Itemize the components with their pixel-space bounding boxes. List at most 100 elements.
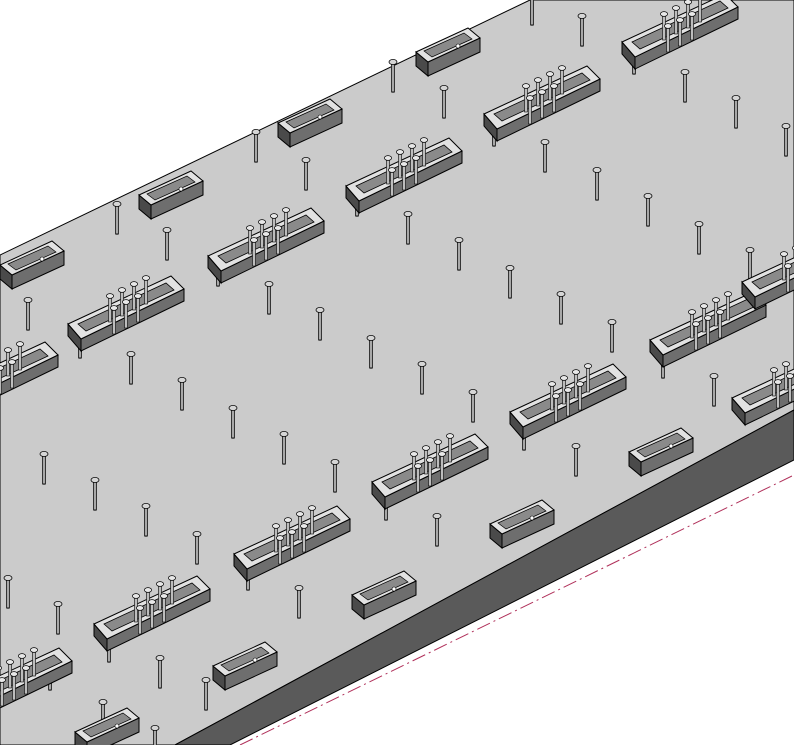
pin-tip (442, 117, 446, 119)
pin-shaft (282, 433, 286, 465)
pin-tip (734, 127, 738, 129)
pin-tip (471, 421, 475, 423)
pin-shaft (559, 293, 563, 325)
pin-head (403, 210, 413, 217)
pin-shaft (595, 169, 599, 201)
connector-pin-head (142, 275, 150, 281)
pin-shaft (42, 453, 46, 485)
standoff-pin (112, 200, 122, 235)
standoff-pin (680, 69, 690, 103)
connector-housing (741, 245, 794, 311)
pin-shaft (333, 461, 337, 493)
connector-pin-head (110, 305, 118, 311)
bracket-opening (220, 646, 270, 672)
standoff-pin (643, 192, 653, 227)
pin-shaft (6, 577, 10, 609)
pin-head (454, 236, 464, 243)
edge-bracket (628, 427, 694, 478)
connector-housing (67, 275, 185, 353)
connector-pin (284, 209, 288, 237)
pin-tip (158, 687, 162, 689)
pin-head (279, 430, 289, 437)
bracket-opening (7, 245, 57, 271)
pin-head (643, 192, 653, 199)
pin-head (177, 376, 187, 383)
pin-shaft (56, 603, 60, 635)
pin-shaft (471, 391, 475, 423)
bracket-hole (455, 43, 461, 49)
bracket-opening (285, 103, 335, 129)
connector-housing (731, 361, 794, 427)
standoff-pin (709, 372, 719, 407)
pin-tip (580, 45, 584, 47)
standoff-pin (294, 585, 304, 619)
connector-pin-head (660, 11, 668, 17)
pin-shaft (158, 657, 162, 689)
pin-shaft (530, 0, 534, 26)
edge-bracket (415, 27, 481, 78)
pin-tip (391, 91, 395, 93)
connector-pin-head (144, 587, 152, 593)
bracket-opening (636, 432, 686, 458)
edge-bracket (0, 240, 65, 291)
pin-tip (231, 437, 235, 439)
connector-pin (32, 649, 36, 677)
connector-pin (144, 277, 148, 305)
connector-pin-head (258, 219, 266, 225)
connector-pin-head (272, 523, 280, 529)
connector-pin (560, 67, 564, 95)
connector-pin-head (282, 207, 290, 213)
connector-pin (0, 367, 2, 395)
pin-tip (632, 73, 636, 75)
connector-pin-head (246, 225, 254, 231)
pin-tip (93, 509, 97, 511)
connector-pin (12, 673, 16, 701)
edge-bracket (489, 499, 555, 550)
connector-pin-head (560, 375, 568, 381)
connector-pin-head (522, 83, 530, 89)
connector-pin-head (270, 213, 278, 219)
connector-pin (136, 295, 140, 323)
connector-pin (24, 667, 28, 695)
connector-pin (552, 85, 556, 113)
standoff-pin (577, 12, 587, 47)
connector-pin-head (276, 535, 284, 541)
standoff-pin (607, 318, 617, 353)
connector-pin (390, 169, 394, 197)
pin-shaft (543, 141, 547, 173)
connector-housing (93, 575, 211, 653)
edge-bracket (351, 570, 417, 621)
pin-shaft (93, 479, 97, 511)
pin-tip (282, 463, 286, 465)
pin-tip (304, 189, 308, 191)
pin-shaft (304, 159, 308, 191)
pin-head (141, 502, 151, 509)
pin-head (731, 95, 741, 102)
pin-shaft (254, 131, 258, 163)
pin-tip (522, 449, 526, 451)
pin-tip (508, 297, 512, 299)
connector-pin (776, 381, 780, 409)
connector-pin (706, 317, 710, 345)
pin-head (112, 200, 122, 207)
connector-pin-head (446, 433, 454, 439)
pin-tip (204, 709, 208, 711)
pin-shaft (26, 299, 30, 331)
connector-pin-head (414, 463, 422, 469)
seam-line (239, 474, 794, 745)
standoff-pin (592, 166, 602, 201)
connector-pin-head (106, 293, 114, 299)
connector-pin-head (724, 291, 732, 297)
bracket-opening (359, 575, 409, 601)
edge-bracket (74, 707, 140, 745)
pin-shaft (683, 71, 687, 103)
connector-pin-head (0, 365, 4, 371)
pin-shaft (231, 407, 235, 439)
connector-pin-head (0, 665, 2, 671)
bracket-hole (391, 586, 397, 592)
pin-shaft (180, 379, 184, 411)
standoff-pin (439, 85, 449, 119)
connector-pin (690, 13, 694, 41)
